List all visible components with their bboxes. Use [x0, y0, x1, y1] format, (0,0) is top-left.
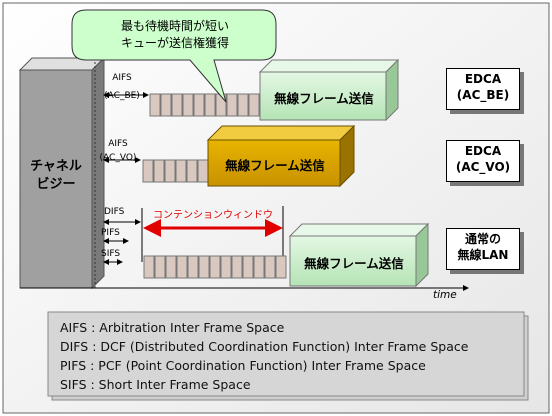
- label-edca-vo-1: EDCA: [464, 144, 502, 158]
- label-legacy-wlan: 通常の 無線LAN: [446, 228, 520, 270]
- time-label: time: [433, 289, 457, 301]
- frame-be-top: [258, 59, 400, 73]
- backoff-slots-legacy: [143, 255, 287, 279]
- contention-window-label: コンテンションウィンドウ: [153, 210, 273, 221]
- backoff-slots-vo: [142, 159, 209, 183]
- label-legacy-1: 通常の: [464, 232, 501, 246]
- aifs-be-label: AIFS (AC_BE): [100, 72, 144, 102]
- frame-legacy-top: [288, 223, 430, 237]
- frame-vo-label: 無線フレーム送信: [225, 158, 325, 173]
- channel-busy-label: チャネル ビジー: [20, 158, 92, 194]
- legend-text: AIFS : Arbitration Inter Frame Space DIF…: [60, 318, 468, 394]
- label-edca-vo-2: (AC_VO): [455, 160, 511, 174]
- frame-legacy-front: [289, 235, 417, 287]
- legend-pifs: PIFS : PCF (Point Coordination Function)…: [60, 358, 426, 373]
- balloon-text: 最も待機時間が短い キューが送信権獲得: [90, 18, 260, 52]
- frame-be-label: 無線フレーム送信: [274, 91, 374, 106]
- frame-vo-top: [206, 125, 356, 141]
- frame-vo-front: [207, 139, 341, 187]
- frame-legacy-label: 無線フレーム送信: [304, 256, 404, 271]
- aifs-vo-bottom: (AC_VO): [99, 153, 137, 163]
- aifs-vo-top: AIFS: [108, 139, 128, 149]
- difs-label: DIFS: [104, 207, 125, 217]
- channel-busy-line-1: チャネル: [30, 159, 82, 174]
- aifs-be-top: AIFS: [112, 73, 132, 83]
- legend-sifs: SIFS : Short Inter Frame Space: [60, 377, 251, 392]
- label-legacy-2: 無線LAN: [457, 248, 509, 262]
- aifs-be-bottom: (AC_BE): [104, 91, 140, 101]
- channel-busy-line-2: ビジー: [36, 177, 76, 192]
- balloon-line-2: キューが送信権獲得: [120, 36, 229, 50]
- balloon-shape: [71, 9, 277, 103]
- frame-be-front: [259, 71, 387, 121]
- pifs-label: PIFS: [101, 228, 120, 238]
- label-edca-be-1: EDCA: [464, 72, 502, 86]
- label-edca-be-2: (AC_BE): [456, 88, 510, 102]
- sifs-label: SIFS: [101, 249, 121, 259]
- label-edca-be: EDCA (AC_BE): [446, 68, 520, 110]
- legend-aifs: AIFS : Arbitration Inter Frame Space: [60, 320, 285, 335]
- aifs-vo-label: AIFS (AC_VO): [98, 138, 138, 164]
- legend-difs: DIFS : DCF (Distributed Coordination Fun…: [60, 339, 469, 354]
- legend-panel: [47, 311, 525, 397]
- backoff-slots-be: [149, 93, 260, 117]
- balloon-line-1: 最も待機時間が短い: [120, 19, 229, 33]
- label-edca-vo: EDCA (AC_VO): [446, 140, 520, 182]
